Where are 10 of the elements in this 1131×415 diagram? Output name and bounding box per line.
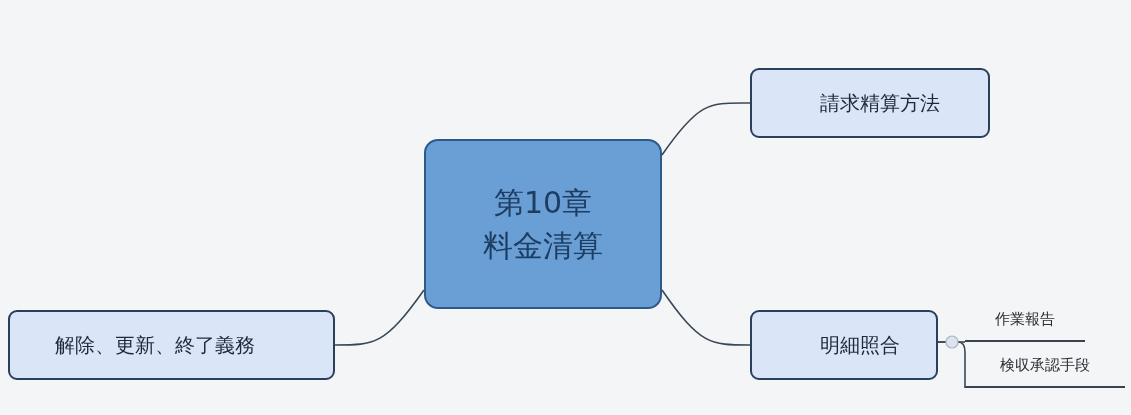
connector-line <box>661 289 751 346</box>
topic-box: 解除、更新、終了義務 <box>8 310 335 380</box>
topic-box: 請求精算方法 <box>750 68 990 138</box>
connector-line <box>661 102 751 156</box>
connector-line <box>334 289 425 346</box>
subtopic-label: 検収承認手段 <box>965 344 1125 388</box>
central-topic-box: 第10章料金清算 <box>424 139 662 309</box>
connector-line <box>937 341 966 389</box>
topic-box: 明細照合 <box>750 310 938 380</box>
subtopic-label: 作業報告 <box>965 298 1085 342</box>
